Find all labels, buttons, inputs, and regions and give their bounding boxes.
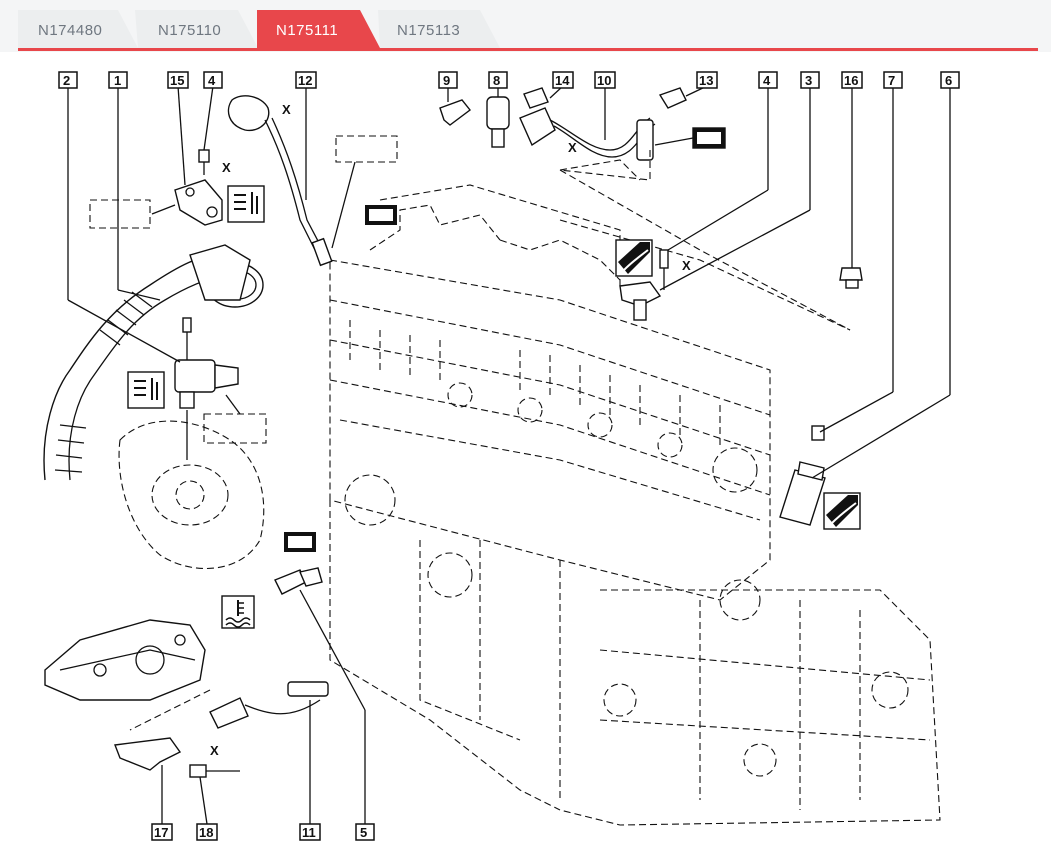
callout-16[interactable]: 16 bbox=[841, 71, 863, 89]
callout-5[interactable]: 5 bbox=[355, 823, 375, 841]
torque-tightening-icon bbox=[693, 128, 725, 148]
callout-number: 1 bbox=[114, 73, 121, 88]
camshaft-sensor bbox=[619, 249, 669, 321]
callout-4[interactable]: 4 bbox=[203, 71, 223, 89]
callout-number: 16 bbox=[844, 73, 858, 88]
tab-label: N175111 bbox=[276, 22, 338, 39]
torque-tightening-icon bbox=[365, 205, 397, 225]
callout-11[interactable]: 11 bbox=[299, 823, 321, 841]
blanking-plug bbox=[839, 267, 863, 289]
oil-pump-assembly bbox=[44, 619, 329, 778]
callout-number: 7 bbox=[888, 73, 895, 88]
callout-number: 14 bbox=[555, 73, 570, 88]
leader-lines bbox=[67, 85, 951, 825]
callout-number: 9 bbox=[443, 73, 450, 88]
dimension-x-label: X bbox=[222, 160, 231, 175]
callout-17[interactable]: 17 bbox=[151, 823, 173, 841]
callout-number: 10 bbox=[597, 73, 611, 88]
coolant-temperature-icon bbox=[221, 595, 255, 629]
tab-label: N175110 bbox=[158, 22, 221, 39]
callout-7[interactable]: 7 bbox=[883, 71, 903, 89]
callout-number: 17 bbox=[154, 825, 168, 840]
callout-number: 6 bbox=[945, 73, 952, 88]
callout-6[interactable]: 6 bbox=[940, 71, 960, 89]
callout-3[interactable]: 3 bbox=[800, 71, 820, 89]
callout-4[interactable]: 4 bbox=[758, 71, 778, 89]
callout-number: 15 bbox=[170, 73, 184, 88]
tab-N175110[interactable]: N175110 bbox=[135, 10, 258, 48]
callout-number: 2 bbox=[63, 73, 70, 88]
tab-label: N174480 bbox=[38, 22, 102, 39]
boost-pressure-sensor bbox=[174, 317, 267, 444]
callout-14[interactable]: 14 bbox=[552, 71, 574, 89]
tab-N175111[interactable]: N175111 bbox=[257, 10, 380, 48]
callout-number: 4 bbox=[763, 73, 771, 88]
callout-number: 12 bbox=[298, 73, 312, 88]
callout-markers: 2 1 15 4 12 9 8 14 10 13 4 3 16 7 6 17 1… bbox=[58, 71, 960, 841]
dimension-x-label: X bbox=[682, 258, 691, 273]
dimension-marks: X X X X X bbox=[210, 102, 691, 758]
callout-10[interactable]: 10 bbox=[594, 71, 616, 89]
top-sensor-group bbox=[439, 87, 726, 161]
tab-label: N175113 bbox=[397, 22, 460, 39]
tab-N174480[interactable]: N174480 bbox=[18, 10, 138, 48]
callout-18[interactable]: 18 bbox=[196, 823, 218, 841]
coolant-temperature-sensor bbox=[274, 567, 323, 595]
torque-tightening-icon bbox=[284, 532, 316, 552]
active-tab-underline bbox=[18, 48, 1038, 51]
callout-12[interactable]: 12 bbox=[295, 71, 317, 89]
callout-number: 8 bbox=[493, 73, 500, 88]
exhaust-temperature-probe bbox=[227, 95, 398, 267]
exploded-parts-diagram: X X X X X bbox=[43, 71, 960, 841]
callout-13[interactable]: 13 bbox=[696, 71, 718, 89]
callout-number: 18 bbox=[199, 825, 213, 840]
callout-15[interactable]: 15 bbox=[167, 71, 189, 89]
intake-hose-assembly bbox=[43, 244, 264, 481]
egr-housing bbox=[118, 410, 265, 570]
tab-strip: N174480 N175110 N175111 N175113 bbox=[18, 10, 500, 48]
callout-number: 11 bbox=[302, 825, 316, 840]
sensor-symbol-icon bbox=[615, 239, 653, 277]
ecu-connector-icon bbox=[127, 371, 165, 409]
callout-number: 13 bbox=[699, 73, 713, 88]
sensor-symbol-icon bbox=[823, 492, 861, 530]
callout-number: 3 bbox=[805, 73, 812, 88]
callout-2[interactable]: 2 bbox=[58, 71, 78, 89]
ecu-connector-icon bbox=[227, 185, 265, 223]
callout-number: 4 bbox=[208, 73, 216, 88]
oil-level-sensor bbox=[779, 425, 826, 526]
callout-number: 5 bbox=[360, 825, 367, 840]
callout-9[interactable]: 9 bbox=[438, 71, 458, 89]
sensor-bracket bbox=[89, 149, 223, 229]
dimension-x-label: X bbox=[282, 102, 291, 117]
callout-8[interactable]: 8 bbox=[488, 71, 508, 89]
callout-1[interactable]: 1 bbox=[108, 71, 128, 89]
dimension-x-label: X bbox=[568, 140, 577, 155]
tab-N175113[interactable]: N175113 bbox=[378, 10, 500, 48]
dimension-x-label: X bbox=[210, 743, 219, 758]
